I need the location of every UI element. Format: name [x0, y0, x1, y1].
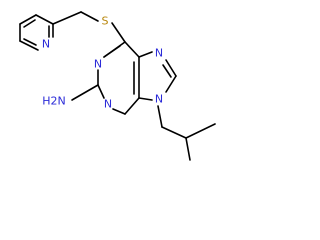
atom-labels: N S N N N N H2N — [42, 15, 163, 111]
bond — [165, 59, 177, 77]
bond — [23, 19, 36, 28]
bond — [111, 22, 126, 43]
bond — [124, 41, 140, 58]
bond — [35, 14, 54, 25]
bond — [19, 40, 39, 51]
bond — [138, 51, 153, 58]
molecule-structure: N S N N N N H2N — [19, 11, 216, 161]
bond — [124, 97, 140, 115]
bond — [162, 64, 172, 78]
bond — [71, 84, 99, 101]
bond — [157, 105, 163, 128]
atom-label-n7: N — [155, 47, 163, 60]
atom-label-pyridine-n: N — [42, 38, 50, 51]
bond — [23, 38, 37, 46]
bond — [161, 126, 187, 139]
atom-label-n9: N — [155, 93, 163, 106]
bond — [103, 45, 121, 58]
bond — [138, 97, 153, 101]
bond — [19, 14, 37, 25]
atom-label-sulfur: S — [102, 15, 109, 28]
bonds — [19, 11, 216, 161]
bond — [185, 137, 191, 161]
bond — [112, 108, 126, 115]
bond — [185, 123, 216, 139]
atom-label-n3: N — [104, 98, 112, 111]
bond — [52, 11, 82, 25]
atom-label-n1: N — [94, 58, 102, 71]
bond — [80, 11, 99, 22]
bond — [97, 84, 105, 99]
bond — [165, 75, 177, 93]
atom-label-amine: H2N — [42, 95, 66, 108]
